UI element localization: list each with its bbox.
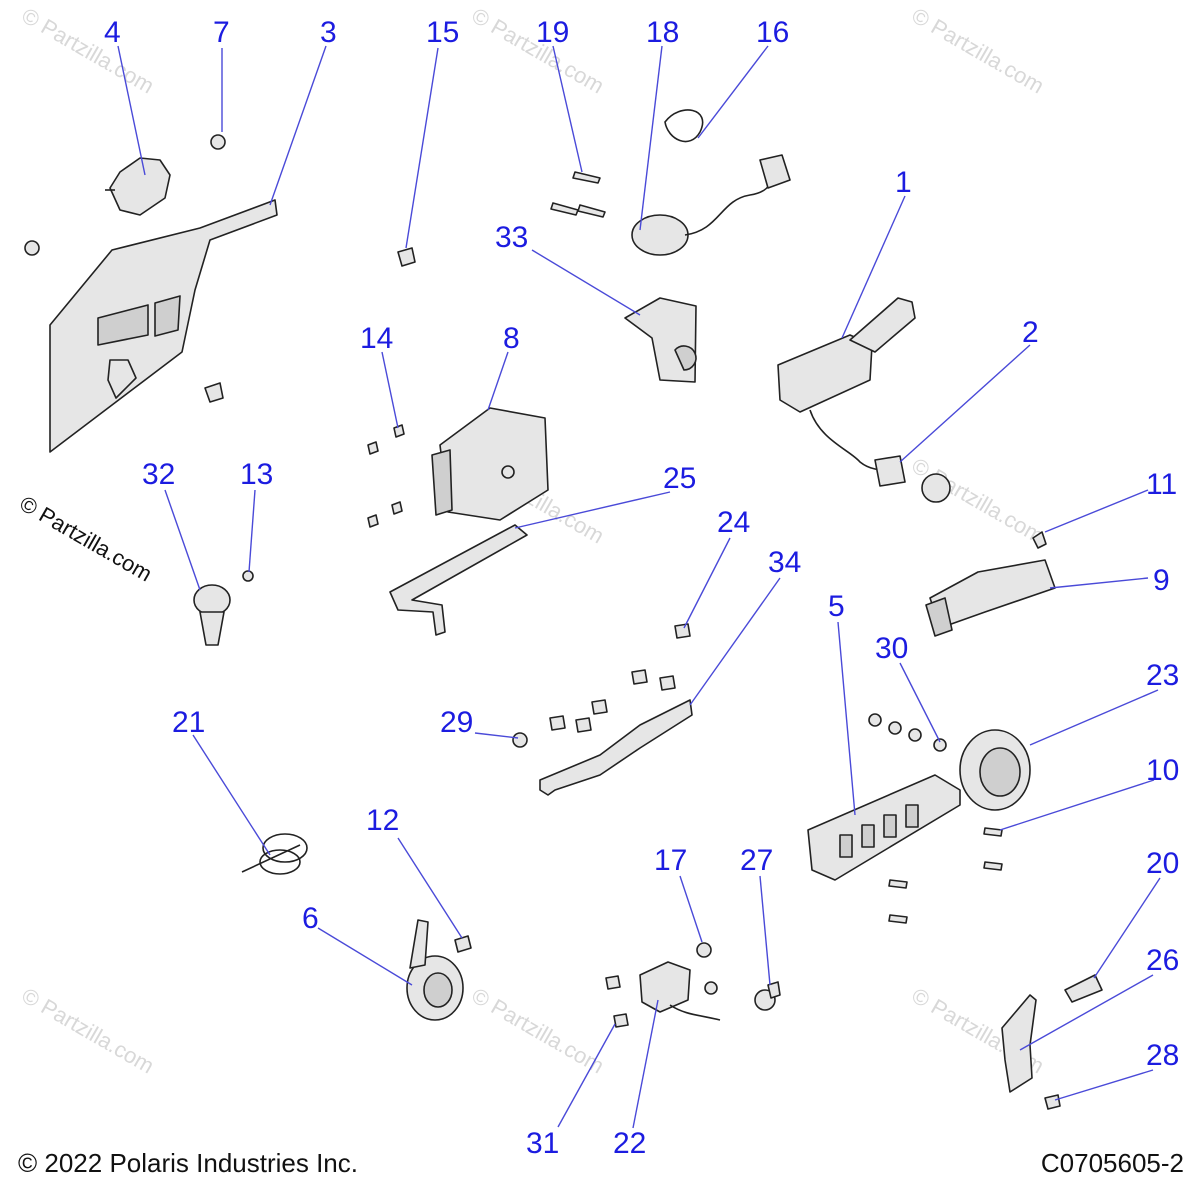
callout-3: 3: [320, 16, 337, 49]
fuse-box: [807, 774, 961, 881]
screw: [1032, 531, 1047, 549]
grommet: [193, 584, 231, 646]
leader-lines: [117, 45, 1161, 1129]
sensor: [754, 981, 781, 1011]
bolt: [397, 247, 416, 267]
bolt: [1044, 1094, 1061, 1110]
bolt: [605, 975, 621, 990]
bolts: [549, 623, 691, 733]
callout-4: 4: [104, 16, 121, 49]
switch: [639, 961, 721, 1021]
screws: [888, 827, 1003, 924]
callout-19: 19: [536, 16, 569, 49]
callout-31: 31: [526, 1127, 559, 1160]
callout-1: 1: [895, 166, 912, 199]
callout-17: 17: [654, 844, 687, 877]
ignition-switch: [777, 297, 916, 487]
callout-21: 21: [172, 706, 205, 739]
callout-33: 33: [495, 221, 528, 254]
module: [925, 559, 1056, 637]
speaker: [959, 729, 1031, 811]
callout-27: 27: [740, 844, 773, 877]
watermark: © Partzilla.com: [18, 983, 159, 1079]
callout-23: 23: [1146, 659, 1179, 692]
cable-tie: [241, 833, 308, 875]
callout-25: 25: [663, 462, 696, 495]
callout-18: 18: [646, 16, 679, 49]
callout-5: 5: [828, 590, 845, 623]
clamp: [664, 109, 704, 143]
relay: [105, 157, 171, 216]
callout-13: 13: [240, 458, 273, 491]
callout-16: 16: [756, 16, 789, 49]
screws: [550, 171, 606, 218]
watermark-dark: © Partzilla.com: [16, 491, 157, 587]
bracket: [389, 524, 528, 636]
nut: [24, 240, 40, 256]
nut: [512, 732, 528, 748]
callout-7: 7: [213, 16, 230, 49]
fuse: [1064, 974, 1103, 1003]
callout-11: 11: [1146, 468, 1177, 501]
callout-34: 34: [768, 546, 801, 579]
outlet: [631, 154, 791, 256]
callout-22: 22: [613, 1127, 646, 1160]
bracket: [1001, 994, 1037, 1093]
callout-24: 24: [717, 506, 750, 539]
copyright-text: © 2022 Polaris Industries Inc.: [18, 1148, 358, 1178]
callout-15: 15: [426, 16, 459, 49]
nut: [704, 981, 718, 995]
callout-32: 32: [142, 458, 175, 491]
callout-26: 26: [1146, 944, 1179, 977]
callout-14: 14: [360, 322, 393, 355]
callout-30: 30: [875, 632, 908, 665]
nuts: [868, 713, 947, 752]
screws: [367, 424, 405, 528]
screw: [204, 382, 224, 403]
ecu: [431, 407, 549, 521]
diagram-code: C0705605-2: [1041, 1148, 1184, 1178]
nut: [696, 942, 712, 958]
horn: [406, 919, 464, 1021]
callout-29: 29: [440, 706, 473, 739]
watermark: © Partzilla.com: [468, 983, 609, 1079]
callout-12: 12: [366, 804, 399, 837]
callout-10: 10: [1146, 754, 1179, 787]
callout-8: 8: [503, 322, 520, 355]
mounting-plate: [49, 199, 278, 453]
bracket: [624, 297, 697, 383]
nut: [210, 134, 226, 150]
bolt: [454, 935, 472, 953]
nut: [242, 570, 254, 582]
callout-6: 6: [302, 902, 319, 935]
watermark: © Partzilla.com: [18, 3, 159, 99]
bracket: [539, 699, 693, 796]
key: [921, 473, 951, 503]
watermark: © Partzilla.com: [908, 3, 1049, 99]
callouts: 1 2 3 4 5 6 7 8 9 10 11 12 13 14 15 16 1…: [104, 16, 1179, 1160]
bolt: [613, 1013, 629, 1028]
callout-20: 20: [1146, 847, 1179, 880]
callout-9: 9: [1153, 564, 1170, 597]
callout-28: 28: [1146, 1039, 1179, 1072]
callout-2: 2: [1022, 316, 1039, 349]
